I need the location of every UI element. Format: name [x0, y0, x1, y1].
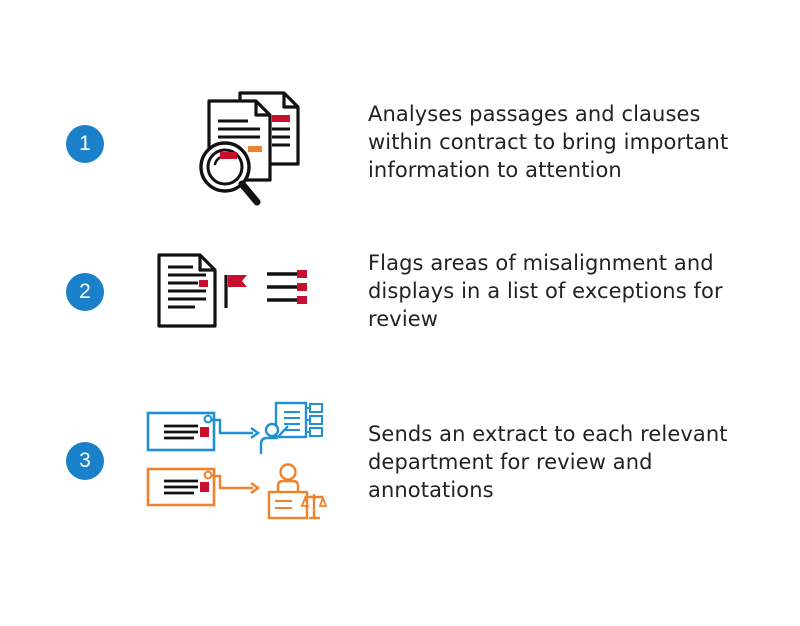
- description-line: displays in a list of exceptions for: [368, 279, 723, 303]
- document-flag-list-icon: [157, 253, 307, 328]
- step-description: Analyses passages and clauses within con…: [368, 100, 778, 184]
- step-description: Flags areas of misalignment and displays…: [368, 249, 778, 333]
- description-line: within contract to bring important: [368, 130, 729, 154]
- description-line: information to attention: [368, 158, 622, 182]
- step-number-badge: 3: [66, 442, 104, 480]
- description-line: Flags areas of misalignment and: [368, 251, 714, 275]
- extract-to-departments-icon: [146, 401, 327, 520]
- description-line: department for review and: [368, 450, 653, 474]
- step-description: Sends an extract to each relevant depart…: [368, 420, 778, 504]
- step-number-badge: 1: [66, 125, 104, 163]
- description-line: annotations: [368, 478, 494, 502]
- step-number-badge: 2: [66, 273, 104, 311]
- description-line: Analyses passages and clauses: [368, 102, 701, 126]
- documents-magnifier-icon: [199, 91, 300, 206]
- description-line: Sends an extract to each relevant: [368, 422, 728, 446]
- description-line: review: [368, 307, 439, 331]
